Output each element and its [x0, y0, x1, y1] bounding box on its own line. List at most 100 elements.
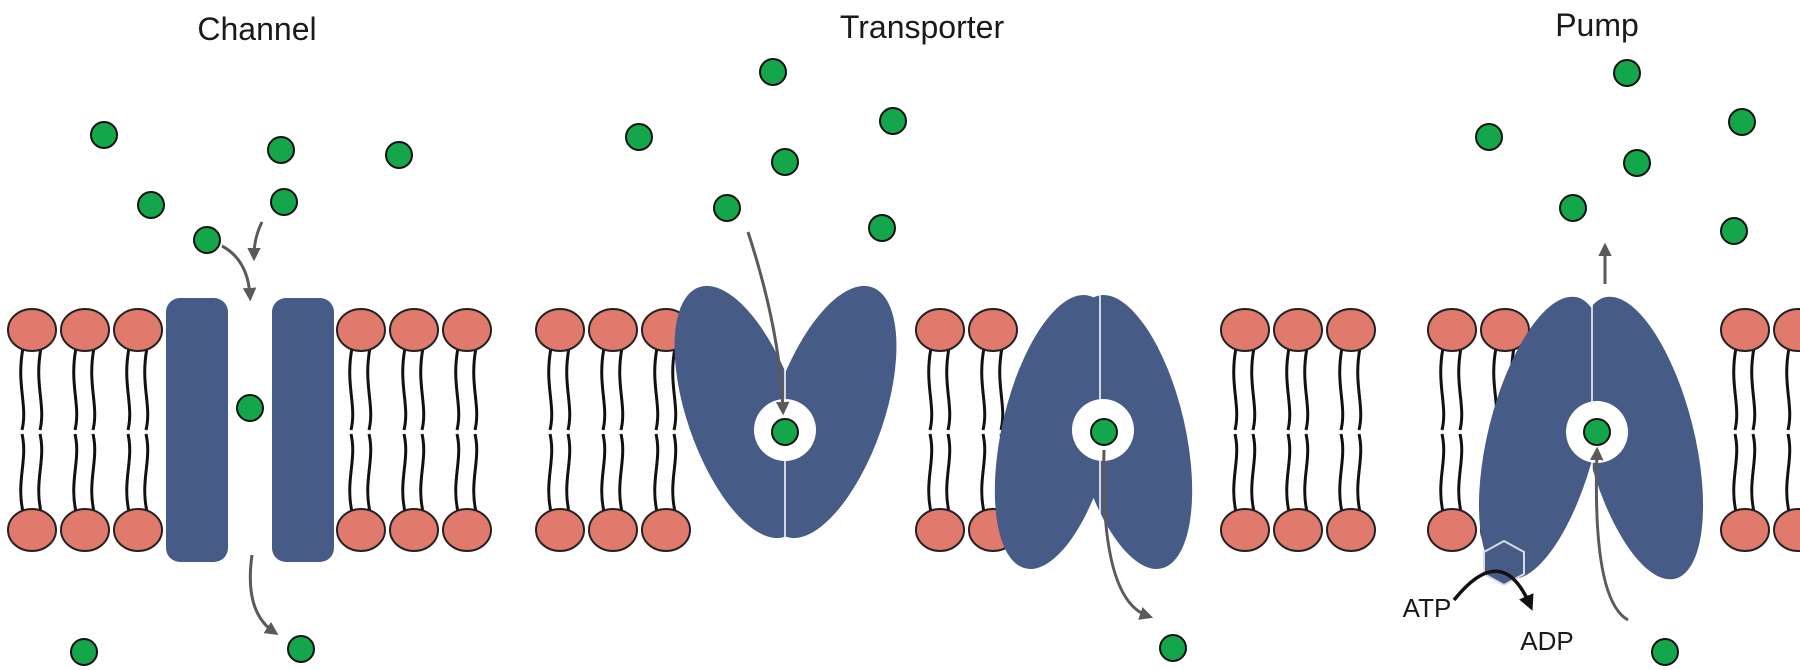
lipid-tail [1303, 433, 1310, 513]
lipid-tail [454, 347, 461, 431]
lipid-head [113, 308, 163, 352]
lipid-tail [90, 433, 97, 513]
transporter-panel: Transporter [674, 9, 1193, 620]
lipid-tail [927, 433, 934, 513]
lipid-tail [419, 347, 426, 431]
lipid-tail [945, 433, 952, 513]
lipid-tail [19, 433, 26, 513]
phospholipid [915, 308, 965, 552]
lipid-head [336, 508, 386, 552]
lipid-tail [72, 347, 79, 431]
lipid-head [1220, 308, 1270, 352]
phospholipid [7, 308, 57, 552]
lipid-head [60, 508, 110, 552]
lipid-head [1427, 308, 1477, 352]
lipid-tail [1785, 347, 1792, 431]
solute-molecule [759, 58, 787, 86]
lipid-tail [472, 433, 479, 513]
lipid-tail [980, 433, 987, 513]
lipid-head [588, 308, 638, 352]
lipid-head [1773, 308, 1800, 352]
lipid-tail [565, 347, 572, 431]
lipid-tail [1439, 347, 1446, 431]
lipid-head [1480, 308, 1530, 352]
phospholipid [442, 308, 492, 552]
lipid-head [1326, 508, 1376, 552]
lipid-tail [19, 347, 26, 431]
solute-molecule [1613, 59, 1641, 87]
lipid-tail [419, 433, 426, 513]
lipid-tail [547, 433, 554, 513]
lipid-tail [1732, 433, 1739, 513]
phospholipid [336, 308, 386, 552]
adp-label: ADP [1520, 626, 1573, 656]
phospholipid [1773, 308, 1800, 552]
lipid-head [588, 508, 638, 552]
lipid-tail [366, 433, 373, 513]
solute-molecule [1559, 194, 1587, 222]
phospholipid [535, 308, 585, 552]
lipid-tail [348, 433, 355, 513]
lipid-tail [472, 347, 479, 431]
phospholipid [1427, 308, 1477, 552]
solute-molecule [1475, 123, 1503, 151]
lipid-tail [37, 433, 44, 513]
phospholipid [1220, 308, 1270, 552]
phospholipid [1720, 308, 1770, 552]
lipid-tail [1732, 347, 1739, 431]
lipid-head [442, 308, 492, 352]
pump-subunit [1576, 296, 1704, 580]
lipid-tail [1356, 433, 1363, 513]
atp-to-adp-arrow [1452, 569, 1534, 611]
solute-molecule [713, 194, 741, 222]
lipid-head [1720, 308, 1770, 352]
lipid-head [915, 508, 965, 552]
solute-molecule [1728, 108, 1756, 136]
lipid-tail [671, 433, 678, 513]
lipid-head [60, 308, 110, 352]
lipid-tail [1232, 433, 1239, 513]
lipid-head [1220, 508, 1270, 552]
phospholipid [60, 308, 110, 552]
lipid-head [7, 508, 57, 552]
lipid-tail [927, 347, 934, 431]
solute-molecule [1583, 418, 1611, 446]
pump-subunit [1478, 296, 1606, 580]
lipid-head [336, 308, 386, 352]
lipid-head [1773, 508, 1800, 552]
lipid-head [1326, 308, 1376, 352]
solute-molecule [193, 226, 221, 254]
lipid-tail [454, 433, 461, 513]
solute-molecule [1720, 217, 1748, 245]
lipid-head [1273, 508, 1323, 552]
solute-molecule [385, 141, 413, 169]
lipid-tail [618, 433, 625, 513]
lipid-bilayer [7, 308, 1800, 552]
lipid-tail [547, 347, 554, 431]
lipid-head [389, 508, 439, 552]
phospholipid [389, 308, 439, 552]
lipid-head [442, 508, 492, 552]
lipid-head [1273, 308, 1323, 352]
lipid-tail [125, 347, 132, 431]
transporter-entry-arrow [746, 231, 790, 416]
lipid-head [113, 508, 163, 552]
lipid-tail [565, 433, 572, 513]
channel-protein-left [166, 298, 228, 562]
solute-molecule [771, 148, 799, 176]
lipid-tail [1232, 347, 1239, 431]
transporter-title: Transporter [840, 9, 1005, 45]
lipid-tail [1338, 347, 1345, 431]
lipid-tail [653, 433, 660, 513]
solute-molecule [1651, 638, 1679, 666]
lipid-tail [1356, 347, 1363, 431]
lipid-tail [366, 347, 373, 431]
solute-molecule [287, 635, 315, 663]
solute-molecule [70, 638, 98, 666]
lipid-tail [90, 347, 97, 431]
lipid-tail [1285, 347, 1292, 431]
lipid-tail [1285, 433, 1292, 513]
lipid-head [968, 308, 1018, 352]
lipid-head [915, 308, 965, 352]
